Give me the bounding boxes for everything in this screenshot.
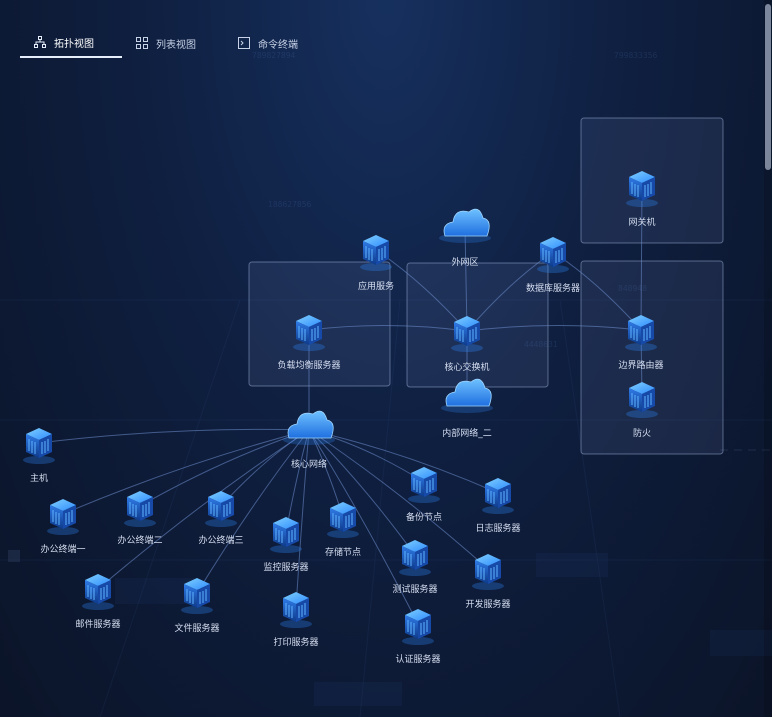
topology-nodes: [23, 171, 658, 645]
node-label: 边界路由器: [618, 361, 664, 371]
node-label: 备份节点: [405, 513, 443, 523]
link-line: [62, 429, 310, 515]
server-node-icon[interactable]: [625, 315, 657, 351]
link-line: [308, 324, 468, 332]
node-label: 外网区: [451, 258, 479, 268]
server-node-icon[interactable]: [23, 428, 55, 464]
server-node-icon[interactable]: [451, 316, 483, 352]
server-node-icon[interactable]: [402, 609, 434, 645]
server-node-icon[interactable]: [270, 517, 302, 553]
server-node-icon[interactable]: [205, 491, 237, 527]
grid-icon: [136, 37, 148, 49]
server-node-icon[interactable]: [537, 237, 569, 273]
bg-text: 789827894: [252, 51, 296, 60]
server-node-icon[interactable]: [399, 540, 431, 576]
bg-text: 4448631: [524, 340, 558, 349]
tab-label: 命令终端: [258, 39, 298, 51]
node-label: 核心交换机: [444, 363, 490, 373]
terminal-icon: [238, 37, 250, 49]
server-node-icon[interactable]: [280, 592, 312, 628]
tab-topology[interactable]: 拓扑视图: [20, 28, 122, 58]
vertical-scrollbar[interactable]: [764, 0, 772, 717]
server-node-icon[interactable]: [408, 467, 440, 503]
tab-terminal[interactable]: 命令终端: [224, 28, 326, 58]
server-node-icon[interactable]: [626, 382, 658, 418]
node-label: 日志服务器: [475, 524, 521, 534]
node-label: 开发服务器: [465, 600, 511, 610]
node-label: 监控服务器: [263, 563, 309, 573]
node-label: 应用服务: [357, 282, 395, 292]
tab-label: 列表视图: [156, 39, 196, 51]
scrollbar-thumb[interactable]: [765, 4, 771, 170]
node-label: 负载均衡服务器: [277, 361, 341, 371]
node-label: 主机: [29, 474, 49, 484]
server-node-icon[interactable]: [482, 478, 514, 514]
node-label: 文件服务器: [174, 624, 220, 634]
cloud-node-icon[interactable]: [441, 378, 493, 413]
node-label: 办公终端三: [198, 536, 244, 546]
link-line: [295, 429, 310, 608]
node-label: 网关机: [628, 218, 656, 228]
bg-text: 799833356: [614, 51, 658, 60]
cloud-node-icon[interactable]: [283, 410, 335, 445]
server-node-icon[interactable]: [82, 574, 114, 610]
node-label: 防火: [632, 429, 652, 439]
server-node-icon[interactable]: [293, 315, 325, 351]
tab-label: 拓扑视图: [54, 38, 94, 50]
server-node-icon[interactable]: [47, 499, 79, 535]
link-line: [466, 325, 642, 332]
node-label: 邮件服务器: [75, 620, 121, 630]
server-node-icon[interactable]: [472, 554, 504, 590]
link-line: [308, 429, 416, 556]
server-node-icon[interactable]: [124, 491, 156, 527]
node-label: 打印服务器: [273, 638, 319, 648]
link-line: [308, 429, 489, 570]
node-label: 办公终端二: [117, 536, 163, 546]
tab-list[interactable]: 列表视图: [122, 28, 224, 58]
server-node-icon[interactable]: [360, 235, 392, 271]
server-node-icon[interactable]: [327, 502, 359, 538]
link-line: [38, 428, 310, 444]
bg-text: 848948: [618, 284, 647, 293]
node-label: 存储节点: [324, 548, 362, 558]
node-label: 核心网络: [290, 460, 328, 470]
topology-icon: [34, 36, 46, 48]
node-label: 数据库服务器: [525, 284, 581, 294]
node-label: 测试服务器: [392, 585, 438, 595]
bg-text: 188627856: [268, 200, 312, 209]
link-line: [196, 429, 310, 594]
view-tabs: 拓扑视图 列表视图 命令终端: [20, 28, 326, 60]
server-node-icon[interactable]: [626, 171, 658, 207]
link-line: [97, 429, 310, 590]
node-label: 认证服务器: [395, 655, 441, 665]
background-decor: 789827894 799833356 188627856 4448631 84…: [0, 51, 772, 717]
group-box[interactable]: [580, 260, 724, 455]
cloud-node-icon[interactable]: [439, 208, 491, 243]
node-label: 办公终端一: [40, 545, 86, 555]
link-line: [308, 429, 419, 625]
node-label: 内部网络_二: [442, 429, 492, 439]
server-node-icon[interactable]: [181, 578, 213, 614]
